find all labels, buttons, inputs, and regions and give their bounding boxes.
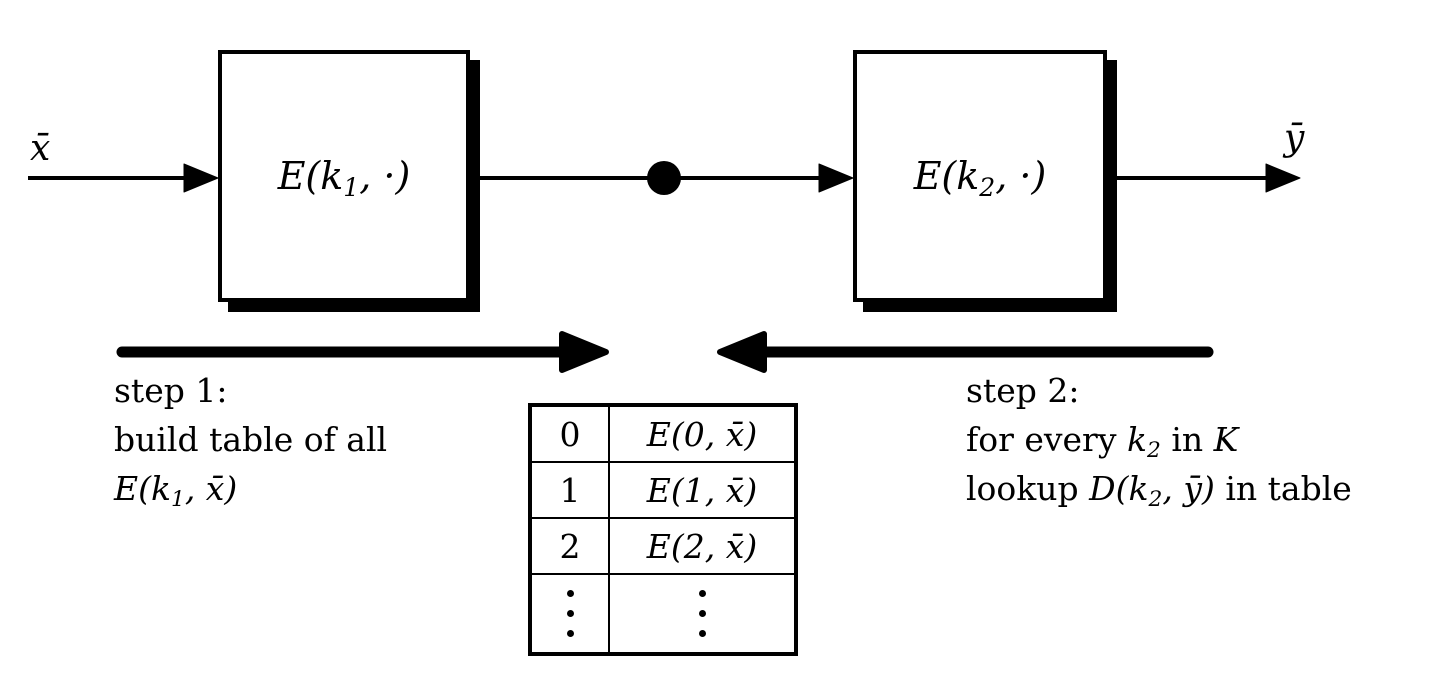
lookup-table: 0 E(0, x̄) 1 E(1, x̄) 2 E(2, x̄): [528, 403, 798, 656]
encryption-box-1: E(k1, ·): [218, 50, 470, 302]
input-label: x̄: [30, 128, 51, 169]
output-label: ȳ: [1284, 118, 1305, 159]
table-key-cell: [532, 575, 610, 652]
middle-connector-arrow: [468, 161, 854, 195]
vdots-icon: [698, 586, 706, 641]
table-row: 0 E(0, x̄): [532, 407, 794, 463]
vdots-icon: [566, 586, 574, 641]
table-key-cell: 2: [532, 519, 610, 573]
table-value-cell: E(1, x̄): [646, 470, 758, 510]
step1-title: step 1:: [114, 371, 228, 410]
step2-description-line2: lookup D(k2, ȳ) in table: [966, 469, 1352, 513]
step2-title: step 2:: [966, 371, 1080, 410]
junction-dot: [647, 161, 681, 195]
step1-thick-arrow: [116, 331, 609, 373]
encryption-box-2: E(k2, ·): [853, 50, 1107, 302]
table-key-cell: 1: [532, 463, 610, 517]
table-key-cell: 0: [532, 407, 610, 461]
table-value-cell: [610, 575, 794, 652]
encryption-box-2-label: E(k2, ·): [913, 154, 1047, 203]
table-value-cell: E(0, x̄): [646, 414, 758, 454]
table-row-ellipsis: [532, 575, 794, 652]
encryption-box-1-label: E(k1, ·): [277, 154, 411, 203]
step2-thick-arrow: [717, 331, 1214, 373]
table-value-cell: E(2, x̄): [646, 526, 758, 566]
table-row: 1 E(1, x̄): [532, 463, 794, 519]
step1-description: build table of all: [114, 420, 388, 459]
step2-description-line1: for every k2 in K: [966, 420, 1239, 464]
step1-text: step 1: build table of all E(k1, x̄): [114, 366, 387, 513]
input-arrow: [28, 163, 219, 193]
step1-formula: E(k1, x̄): [114, 469, 238, 513]
step2-text: step 2: for every k2 in K lookup D(k2, ȳ…: [966, 366, 1352, 513]
table-row: 2 E(2, x̄): [532, 519, 794, 575]
keyspace-symbol: K: [1213, 420, 1239, 459]
output-arrow: [1107, 163, 1301, 193]
